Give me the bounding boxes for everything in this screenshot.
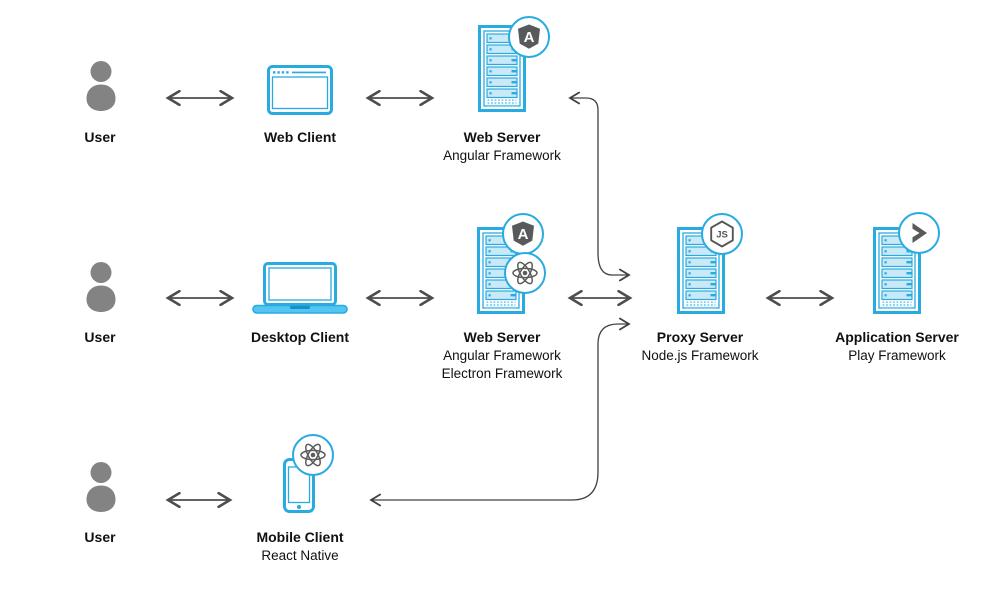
node-label: Web Client [264,129,336,145]
nodejs-letters: JS [716,230,728,241]
node-desktop-client: Desktop Client [251,262,349,345]
node-proxy-server: JS Proxy Server Node.js Framework [641,213,759,363]
browser-icon [267,65,333,115]
node-sublabel: Angular Framework [443,148,561,163]
node-sublabel: React Native [261,548,338,563]
node-application-server: Application Server Play Framework [835,212,959,363]
node-label: User [84,529,116,545]
angular-icon [508,16,550,58]
node-label: Application Server [835,329,959,345]
node-sublabel: Angular Framework [443,348,561,363]
node-sublabel: Play Framework [848,348,946,363]
user-icon [86,462,116,512]
node-mobile-client: Mobile Client React Native [256,434,344,563]
elbow-connectors [369,91,631,507]
connector-proxy-mobileclient [369,317,631,507]
node-label: Desktop Client [251,329,349,345]
connector-webserver1-proxy [568,91,631,282]
node-sublabel: Electron Framework [442,366,563,381]
node-web-client: Web Client [264,65,336,145]
straight-arrows [165,89,835,509]
react-icon [292,434,334,476]
node-user-2: User [84,262,116,345]
node-user-1: User [84,61,116,145]
node-label: User [84,129,116,145]
laptop-icon [252,262,348,314]
node-label: Web Server [464,129,541,145]
node-web-server-2: Web Server Angular Framework Electron Fr… [442,213,563,381]
node-label: Mobile Client [256,529,343,545]
user-icon [86,262,116,312]
user-icon [86,61,116,111]
node-web-server-1: Web Server Angular Framework [443,16,561,163]
node-label: Proxy Server [657,329,744,345]
node-label: Web Server [464,329,541,345]
play-framework-icon [898,212,940,254]
node-label: User [84,329,116,345]
angular-icon [502,213,544,255]
electron-icon [504,252,546,294]
node-user-3: User [84,462,116,545]
nodejs-icon: JS [701,213,743,255]
node-sublabel: Node.js Framework [641,348,758,363]
